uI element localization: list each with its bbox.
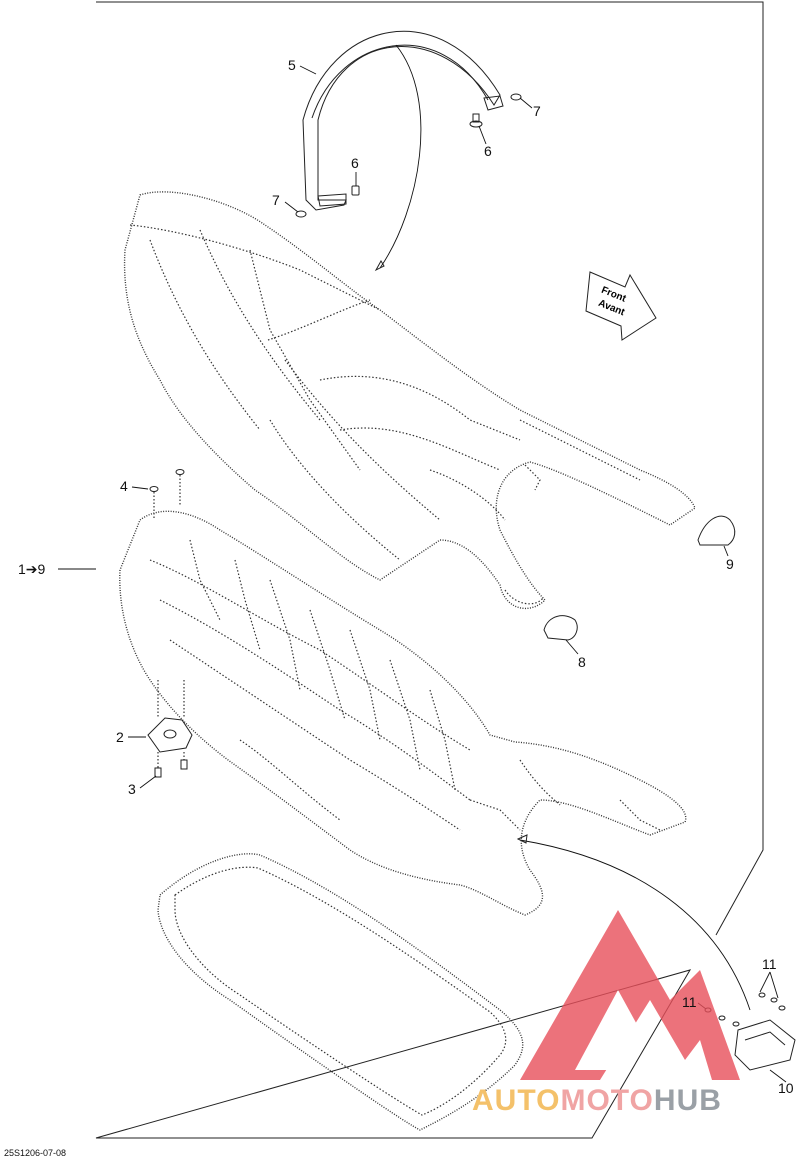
callout-4: 4	[120, 478, 128, 494]
seat-base	[119, 510, 687, 916]
callout-3: 3	[128, 781, 136, 797]
leader-3	[139, 775, 157, 789]
leader-8	[565, 639, 579, 655]
callout-9: 9	[726, 556, 734, 572]
callout-11a: 11	[762, 956, 777, 972]
watermark-part2: MOTO	[560, 1084, 654, 1117]
bracket-2	[147, 717, 193, 753]
callout-11b: 11	[682, 994, 697, 1010]
leader-9	[723, 545, 729, 557]
hardware-washers	[295, 93, 522, 218]
bracket-arrow	[519, 839, 751, 1011]
leader-7a	[519, 97, 533, 109]
watermark-part1: AUTO	[472, 1084, 561, 1117]
leader-10	[769, 1069, 787, 1083]
strap	[302, 30, 504, 211]
front-direction-arrow: Front Avant	[585, 271, 657, 341]
leader-7b	[284, 201, 299, 213]
watermark-part3: HUB	[653, 1084, 722, 1117]
pad-9	[697, 515, 736, 546]
watermark-logo	[520, 910, 740, 1080]
diagram-frame	[95, 1, 764, 1139]
leader-11a	[759, 971, 771, 993]
leader-5	[299, 65, 317, 75]
callout-6b: 6	[351, 155, 359, 171]
seat-gasket	[157, 853, 524, 1131]
bolts-3	[154, 752, 188, 778]
callout-5: 5	[288, 57, 296, 73]
pad-8	[543, 615, 578, 641]
callout-2: 2	[116, 729, 124, 745]
leader-11b	[769, 971, 779, 999]
callout-6a: 6	[484, 143, 492, 159]
strap-arrow	[379, 44, 422, 269]
drawing-code: 25S1206-07-08	[4, 1148, 67, 1158]
leader-6a	[478, 125, 487, 145]
fasteners-4	[149, 469, 185, 520]
watermark-brand: AUTOMOTOHUB	[472, 1084, 722, 1118]
seat-cushion	[123, 191, 696, 610]
leader-4	[131, 486, 149, 490]
callout-10: 10	[778, 1080, 794, 1096]
bracket-10	[734, 1019, 796, 1071]
callout-7a: 7	[533, 103, 541, 119]
callout-1-9: 1➔9	[18, 561, 46, 577]
callout-7b: 7	[272, 192, 280, 208]
callout-8: 8	[578, 654, 586, 670]
